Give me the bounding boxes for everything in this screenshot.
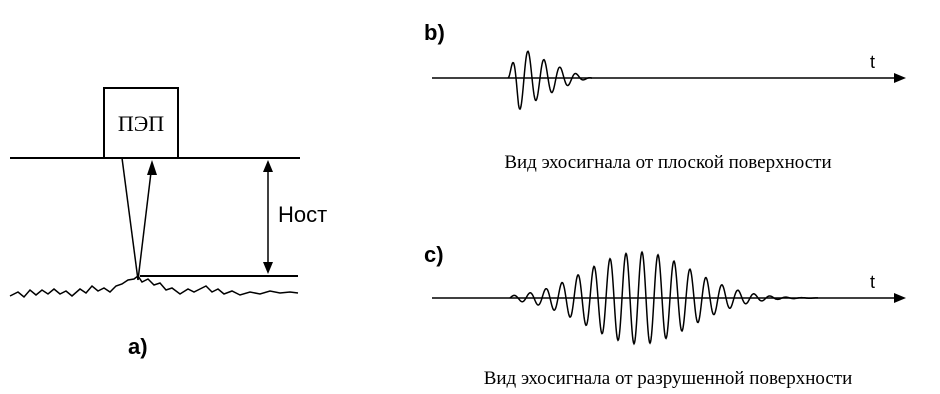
panel-a-label: a)	[128, 334, 148, 359]
rough-surface-line	[9, 274, 299, 299]
panel-b: b) t Вид эхосигнала от плоской поверхнос…	[424, 20, 906, 173]
echo-signal-flat	[507, 50, 592, 111]
axis-c-label: t	[870, 272, 875, 292]
beam-right-line	[137, 163, 153, 281]
panel-c: c) t Вид эхосигнала от разрушенной повер…	[424, 242, 906, 389]
height-label: Ност	[278, 202, 327, 227]
caption-b: Вид эхосигнала от плоской поверхности	[504, 152, 831, 173]
panel-b-label: b)	[424, 20, 445, 45]
axis-b-label: t	[870, 52, 875, 72]
probe-label: ПЭП	[118, 111, 164, 136]
caption-c: Вид эхосигнала от разрушенной поверхност…	[484, 368, 853, 389]
beam-arrow-head	[147, 160, 157, 175]
echo-signal-rough	[509, 250, 818, 346]
thickness-arrow-top	[263, 160, 273, 172]
axis-c-arrow	[894, 293, 906, 303]
panel-a: ПЭП Ност a)	[9, 87, 327, 359]
beam-left-line	[121, 157, 139, 281]
panel-c-label: c)	[424, 242, 444, 267]
thickness-arrow-bottom	[263, 262, 273, 274]
axis-b-arrow	[894, 73, 906, 83]
probe-box	[103, 87, 179, 159]
